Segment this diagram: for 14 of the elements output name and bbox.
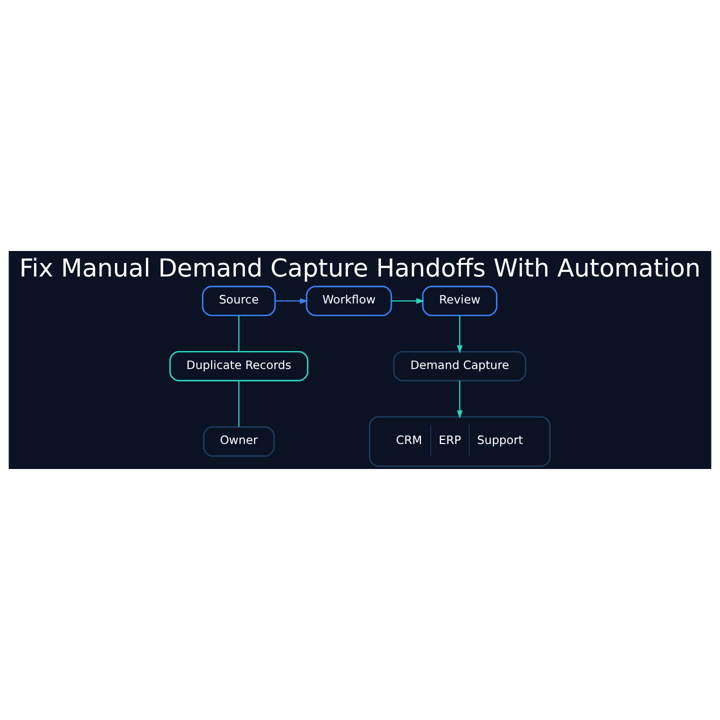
arrow [456,316,463,354]
diagram-title: Fix Manual Demand Capture Handoffs With Automation [19,253,701,282]
node-box: Demand Capture [393,350,526,382]
arrow [391,298,424,304]
node-box: Workflow [306,286,392,316]
node-box: Source [202,286,276,316]
connector [238,316,240,352]
node-box: Duplicate Records [169,350,308,382]
node-box: CRM ERP Support [368,416,551,467]
arrow [275,298,308,304]
arrow [456,380,463,418]
node-box: Review [422,286,498,316]
node-box: Owner [203,426,275,457]
connector [238,380,240,427]
